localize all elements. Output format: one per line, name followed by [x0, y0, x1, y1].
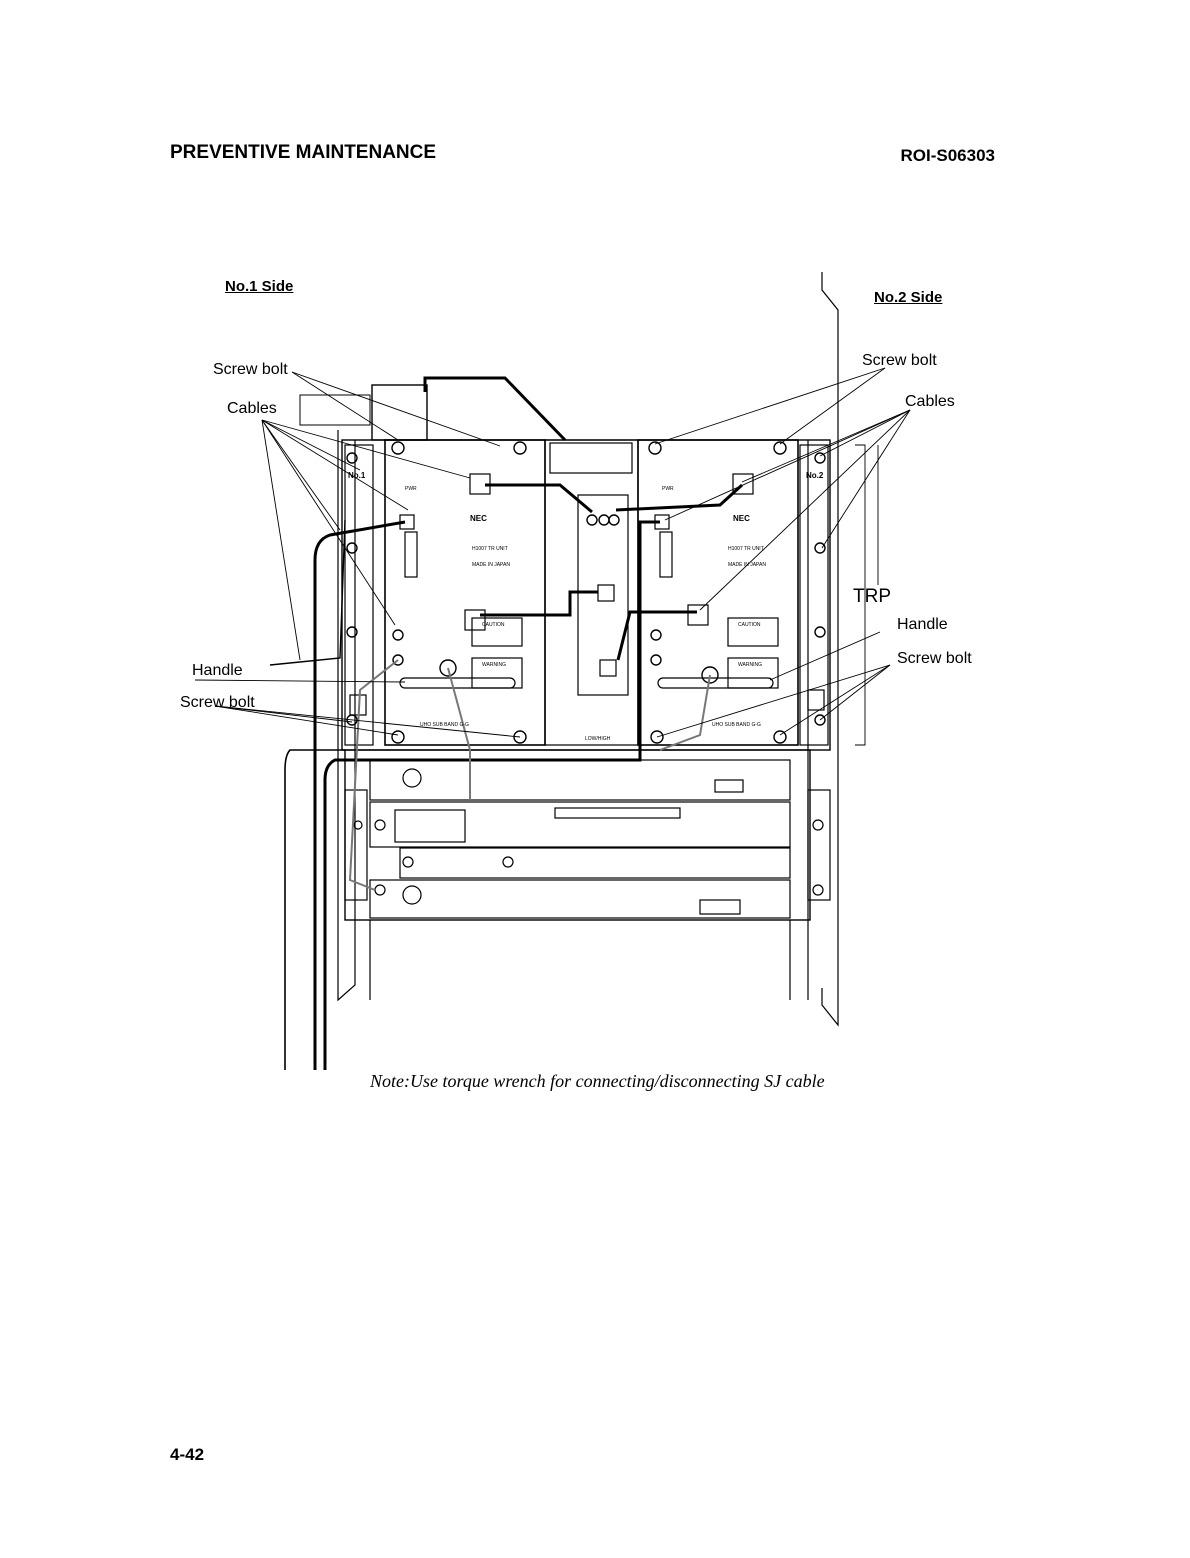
made-in-japan-right: MADE IN JAPAN: [728, 562, 766, 568]
low-high-label: LOW/HIGH: [585, 736, 611, 742]
tr-unit-label-left: H1007 TR UNIT: [472, 546, 508, 552]
cable-tx-link-2: [615, 483, 744, 512]
tr-unit-label-right: H1007 TR UNIT: [728, 546, 764, 552]
caution-right: CAUTION: [738, 622, 761, 628]
cable-left-down-1: [313, 520, 406, 1070]
right-rack-rail: [821, 272, 839, 1027]
handle-label-right: Handle: [897, 616, 948, 633]
made-in-japan-left: MADE IN JAPAN: [472, 562, 510, 568]
pwr-label-right: PWR: [662, 486, 674, 492]
screw-bolt-label-left-bottom: Screw bolt: [180, 694, 255, 711]
left-rack-rail: [337, 430, 356, 1002]
section-title: PREVENTIVE MAINTENANCE: [170, 142, 437, 163]
warning-right: WARNING: [738, 662, 762, 668]
no1-side-label: No.1 Side: [225, 278, 294, 295]
no1-mark: No.1: [348, 471, 366, 480]
trp-label: TRP: [853, 586, 891, 607]
cables-label-left: Cables: [227, 400, 277, 417]
cables-label-right: Cables: [905, 393, 955, 410]
nec-logo-right: NEC: [733, 514, 750, 523]
no2-side-label: No.2 Side: [874, 289, 943, 306]
cable-tx-link: [485, 483, 593, 514]
lower-shelf: [344, 749, 811, 921]
cable-left-down-2: [323, 520, 660, 1070]
cable-gray: [348, 659, 399, 891]
screw-bolt-label-left-top: Screw bolt: [213, 361, 288, 378]
sub-band-left: UHO SUB BAND G-G: [420, 722, 469, 728]
cable-left-down-3: [284, 749, 345, 1070]
warning-left: WARNING: [482, 662, 506, 668]
center-panel: [544, 439, 639, 746]
pwr-label-left: PWR: [405, 486, 417, 492]
cable-rx-link: [480, 590, 598, 617]
document-id: ROI-S06303: [900, 146, 996, 165]
handle-label-left: Handle: [192, 662, 243, 679]
screw-bolt-label-right-bottom: Screw bolt: [897, 650, 972, 667]
nec-logo-left: NEC: [470, 514, 487, 523]
caution-left: CAUTION: [482, 622, 505, 628]
screw-bolt-label-right-top: Screw bolt: [862, 352, 937, 369]
no2-mark: No.2: [806, 471, 824, 480]
cable-top: [423, 376, 567, 442]
page-number: 4-42: [170, 1445, 205, 1464]
cable-rx-link-2: [616, 610, 697, 661]
sub-band-right: UHO SUB BAND G-G: [712, 722, 761, 728]
torque-wrench-note: Note:Use torque wrench for connecting/di…: [370, 1071, 825, 1091]
